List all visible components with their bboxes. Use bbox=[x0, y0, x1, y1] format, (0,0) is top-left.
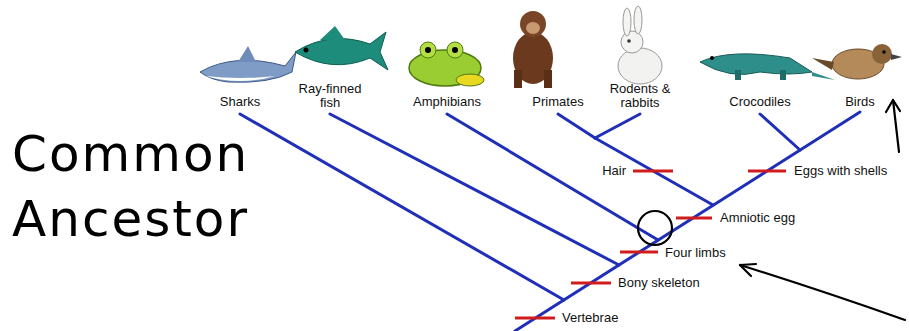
taxon-label: Amphibians bbox=[413, 95, 481, 109]
taxon-label: Rodents & rabbits bbox=[600, 82, 680, 111]
taxon-label: Crocodiles bbox=[729, 95, 790, 109]
trait-label: Amniotic egg bbox=[720, 211, 795, 225]
trait-label: Eggs with shells bbox=[794, 164, 887, 178]
trait-label: Four limbs bbox=[665, 246, 726, 260]
taxon-label: Birds bbox=[845, 95, 875, 109]
cladogram-lines bbox=[240, 112, 860, 331]
trait-label: Bony skeleton bbox=[618, 276, 700, 290]
animal-icons bbox=[200, 6, 902, 88]
trait-label: Hair bbox=[602, 164, 626, 178]
taxon-label: Ray-finned fish bbox=[290, 82, 370, 111]
trait-markers bbox=[515, 171, 786, 318]
trait-label: Vertebrae bbox=[562, 311, 618, 325]
handwritten-note: Common Ancestor bbox=[12, 122, 312, 252]
taxon-label: Primates bbox=[532, 95, 583, 109]
taxon-label: Sharks bbox=[220, 95, 260, 109]
